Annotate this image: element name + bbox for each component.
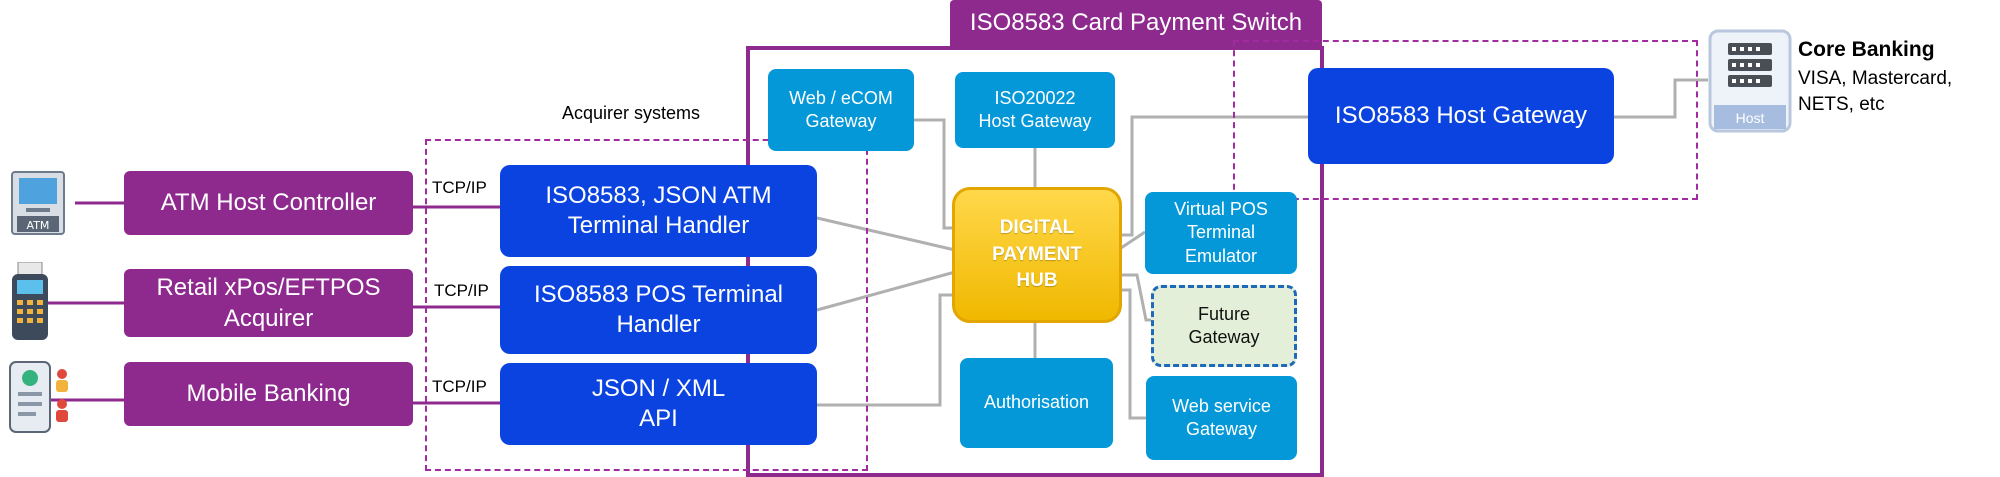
host-icon-label: Host <box>1735 110 1765 126</box>
core-banking-subtitle: VISA, Mastercard, NETS, etc <box>1798 68 1953 115</box>
connector-line <box>1121 288 1146 420</box>
json-xml-api[interactable]: JSON / XML API <box>500 363 817 445</box>
pos-terminal-handler[interactable]: ISO8583 POS Terminal Handler <box>500 266 817 354</box>
web-ecom-gateway[interactable]: Web / eCOM Gateway <box>768 69 914 151</box>
digital-payment-hub[interactable]: DIGITAL PAYMENT HUB <box>952 187 1122 323</box>
acquirer-systems-region <box>425 139 868 471</box>
future-gateway[interactable]: Future Gateway <box>1151 285 1297 367</box>
connector-line <box>914 118 955 230</box>
connector-line <box>1614 78 1708 119</box>
mobile-banking[interactable]: Mobile Banking <box>124 362 413 426</box>
connector-line <box>1121 273 1155 322</box>
atm-icon: ATM <box>8 170 68 236</box>
pos-terminal-icon <box>10 261 50 342</box>
atm-terminal-handler[interactable]: ISO8583, JSON ATM Terminal Handler <box>500 165 817 257</box>
switch-frame <box>746 46 1324 477</box>
core-banking-title: Core Banking <box>1798 38 1935 61</box>
connector-line <box>1120 230 1146 250</box>
host-region <box>1233 40 1698 200</box>
virtual-pos-terminal-emulator[interactable]: Virtual POS Terminal Emulator <box>1145 192 1297 274</box>
connector-line <box>817 293 955 407</box>
mobile-banking-icon <box>6 360 74 436</box>
tcp-ip-label-atm: TCP/IP <box>432 178 487 197</box>
tcp-ip-label-retail: TCP/IP <box>434 281 489 300</box>
svg-text:ATM: ATM <box>27 219 50 232</box>
host-server-icon <box>1708 29 1792 133</box>
connector-line <box>1121 115 1308 237</box>
authorisation[interactable]: Authorisation <box>960 358 1113 448</box>
switch-title: ISO8583 Card Payment Switch <box>950 0 1322 46</box>
web-service-gateway[interactable]: Web service Gateway <box>1146 376 1297 460</box>
iso20022-host-gateway[interactable]: ISO20022 Host Gateway <box>955 72 1115 148</box>
atm-host-controller[interactable]: ATM Host Controller <box>124 171 413 235</box>
connector-line <box>816 216 956 252</box>
iso8583-host-gateway[interactable]: ISO8583 Host Gateway <box>1308 68 1614 164</box>
acquirer-systems-label: Acquirer systems <box>562 103 701 123</box>
retail-eftpos-acquirer[interactable]: Retail xPos/EFTPOS Acquirer <box>124 269 413 337</box>
tcp-ip-label-mobile: TCP/IP <box>432 377 487 396</box>
connector-line <box>816 270 956 312</box>
